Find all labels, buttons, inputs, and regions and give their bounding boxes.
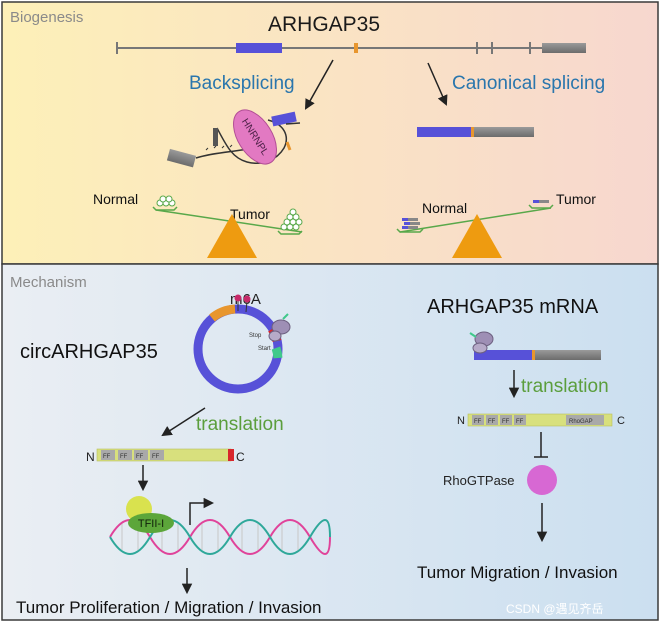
exon-gray [542, 43, 586, 53]
exon-blue [236, 43, 282, 53]
hnrnpl-complex: HNRNPL [166, 109, 301, 168]
right-normal-label: Normal [422, 200, 467, 216]
canonical-arrow [427, 62, 448, 106]
backsplicing-label: Backsplicing [189, 73, 295, 94]
right-scale: Normal Tumor [396, 191, 596, 258]
mechanism-label: Mechanism [10, 274, 87, 291]
ff-domain: FF [120, 454, 128, 460]
ff-domain: FF [152, 454, 160, 460]
inhibition-symbol [534, 432, 548, 458]
translation-right-label: translation [521, 376, 609, 397]
stop-label: Stop [249, 333, 262, 339]
left-fulcrum [207, 214, 257, 258]
hnrnpl-protein [233, 109, 277, 165]
biogenesis-label: Biogenesis [10, 9, 83, 26]
protein2-c-label: C [617, 415, 625, 427]
ff-domain: FF [474, 419, 482, 425]
tfii-i-protein [128, 513, 174, 533]
ribosome-icon [469, 331, 494, 354]
protein-c-label: C [236, 450, 245, 464]
protein2-n-label: N [457, 415, 465, 427]
exon-orange [354, 43, 358, 53]
translation-left-label: translation [196, 414, 284, 435]
rhogtpase-label: RhoGTPase [443, 473, 515, 488]
canonical-splicing-label: Canonical splicing [452, 73, 605, 94]
right-tumor-label: Tumor [556, 191, 596, 207]
left-normal-label: Normal [93, 191, 138, 207]
left-tumor-label: Tumor [230, 206, 270, 222]
watermark: CSDN @遇见齐岳 [506, 601, 604, 616]
backsplice-arrow [304, 59, 334, 110]
m6a-mark [234, 294, 242, 302]
ff-domain: FF [488, 419, 496, 425]
blue-exon-fragment [271, 111, 297, 127]
rhogtpase-circle [527, 465, 557, 495]
ribosome-icon [268, 313, 291, 342]
rhogap-domain: RhoGAP [569, 419, 593, 425]
linear-mrna [469, 331, 601, 360]
canonical-mrna [417, 127, 534, 137]
tfii-i-complex: TFII-I [126, 496, 174, 533]
protein-n-label: N [86, 450, 95, 464]
ff-domain: FF [516, 419, 524, 425]
mrna-stack-normal [402, 218, 420, 229]
gene-title: ARHGAP35 [268, 13, 380, 36]
left-scale: Normal Tumor [93, 191, 303, 258]
start-label: Start [258, 346, 271, 352]
mechanism-panel [1, 263, 659, 621]
dna-helix [109, 519, 331, 555]
mrna-label: ARHGAP35 mRNA [427, 296, 599, 318]
circ-protein: N C FF FF FF FF [86, 448, 245, 464]
biogenesis-panel [1, 1, 659, 265]
gene-structure [116, 42, 586, 54]
m6a-mark [243, 295, 251, 303]
outcome-right: Tumor Migration / Invasion [417, 563, 618, 582]
ff-domain: FF [502, 419, 510, 425]
transcription-arrow [189, 497, 215, 525]
circ-label: circARHGAP35 [20, 341, 158, 363]
tfii-i-label: TFII-I [138, 518, 164, 530]
right-fulcrum [452, 214, 502, 258]
full-protein: N C FF FF FF FF RhoGAP [457, 413, 625, 427]
circ-rna: Stop Start [193, 294, 291, 394]
gray-exon-fragment [166, 148, 197, 168]
outcome-left: Tumor Proliferation / Migration / Invasi… [16, 598, 322, 617]
ff-domain: FF [136, 454, 144, 460]
translation-arrow-left [161, 407, 206, 437]
ff-domain: FF [103, 454, 111, 460]
tumor-circles-pile [280, 208, 303, 231]
